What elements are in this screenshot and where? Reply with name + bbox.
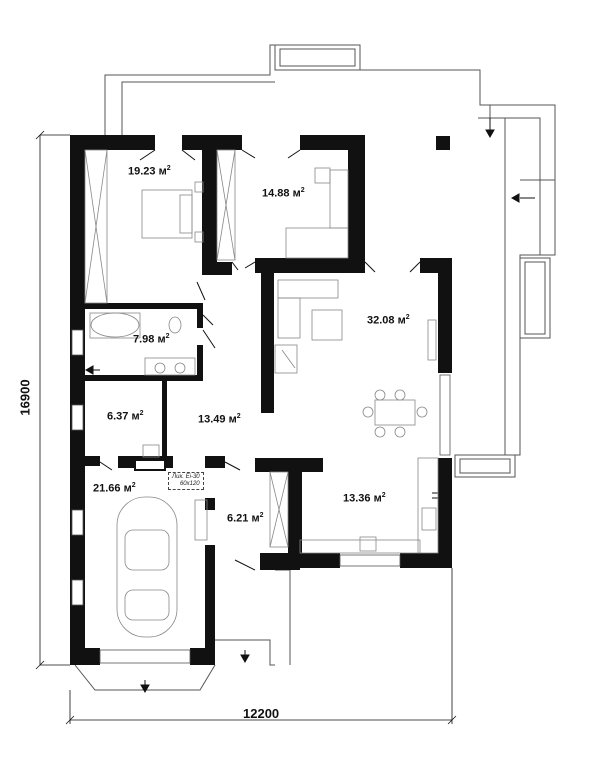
bathtub	[90, 312, 140, 338]
dining-table	[374, 399, 416, 426]
boiler-note: Лик. Ei-30 60х120	[168, 472, 204, 490]
column	[436, 136, 450, 150]
room-area-bedroom: 19.23 м2	[128, 165, 171, 178]
boiler-note-line1: Лик. Ei-30	[172, 474, 200, 480]
bed	[141, 189, 193, 239]
boiler-note-line2: 60х120	[179, 481, 200, 487]
room-area-garage: 21.66 м2	[93, 482, 136, 495]
planter-top	[274, 44, 361, 71]
car	[116, 496, 178, 638]
room-area-vestibule: 6.21 м2	[227, 512, 264, 525]
room-area-living: 32.08 м2	[367, 314, 410, 327]
sofa	[277, 279, 339, 299]
room-area-kitchen: 13.36 м2	[343, 492, 386, 505]
planter-right	[519, 257, 551, 339]
dimension-height: 16900	[17, 379, 33, 416]
room-area-hall: 13.49 м2	[198, 413, 241, 426]
room-area-bathroom: 7.98 м2	[133, 333, 170, 346]
boiler	[134, 459, 166, 471]
dimension-width: 12200	[243, 706, 280, 721]
room-area-small-room: 6.37 м2	[107, 410, 144, 423]
terrace-outline	[104, 44, 556, 456]
room-area-room2: 14.88 м2	[262, 187, 305, 200]
